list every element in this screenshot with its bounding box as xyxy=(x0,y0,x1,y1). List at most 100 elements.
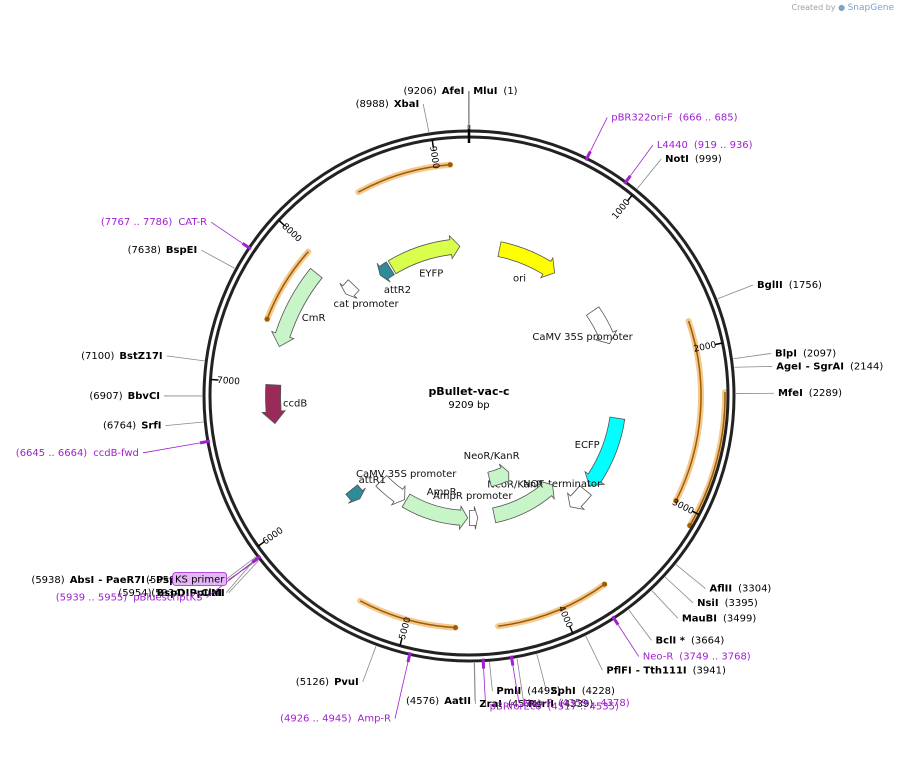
primer-leader-line xyxy=(589,117,608,152)
site-position: (3499) xyxy=(723,613,756,624)
restriction-site-label[interactable]: BlpI(2097) xyxy=(775,348,836,359)
primer-label[interactable]: (6645 .. 6664)ccdB-fwd xyxy=(16,448,139,459)
feature-arrow[interactable] xyxy=(376,261,395,283)
restriction-site-label[interactable]: PmlI(4492) xyxy=(496,686,560,697)
restriction-site-label[interactable]: PflFI- Tth111I(3941) xyxy=(606,665,726,676)
restriction-site-label[interactable]: (5954)BspDI- ClaI xyxy=(118,588,222,599)
restriction-sites: MluI(1) NotI(999) BglII(1756) BlpI(2097) Age… xyxy=(31,86,883,710)
site-position: (3304) xyxy=(738,584,771,595)
feature-arrow[interactable] xyxy=(468,506,479,530)
feature-arrow[interactable] xyxy=(387,234,461,275)
restriction-site-label[interactable]: (7100)BstZ17I xyxy=(81,351,163,362)
primer-box xyxy=(172,572,228,586)
primer-leader-line xyxy=(228,561,253,581)
primer-mark xyxy=(623,174,632,185)
bp-tick-mark xyxy=(278,219,286,227)
feature-arrow[interactable] xyxy=(584,416,626,486)
site-name: AfeI xyxy=(442,86,465,97)
primer-range: (919 .. 936) xyxy=(694,140,753,151)
primer-leader-line xyxy=(142,442,201,454)
feature-label: cat promoter xyxy=(333,299,399,310)
feature-label: AmpR promoter xyxy=(433,491,513,502)
restriction-site-label[interactable]: (5938)AbsI- PaeR7I - PspXI - XhoI xyxy=(31,575,224,586)
primer-label[interactable]: Neo-F(4359 .. 4378) xyxy=(523,698,630,709)
site-extra: - PaeR7I - PspXI - XhoI xyxy=(98,575,224,586)
feature-arrow[interactable] xyxy=(345,484,366,504)
site-leader-line xyxy=(489,662,493,692)
bp-tick-label: 6000 xyxy=(261,526,286,548)
restriction-site-label[interactable]: MfeI(2289) xyxy=(778,388,842,399)
bp-tick-label: 2000 xyxy=(693,340,718,355)
restriction-site-label[interactable]: AgeI - SgrAI (2144) xyxy=(776,361,883,372)
feature-label: CmR xyxy=(302,313,326,324)
feature-arrow[interactable] xyxy=(566,485,592,511)
site-leader-line xyxy=(225,556,257,581)
site-name: BspDI xyxy=(157,588,190,599)
feature-arrow[interactable] xyxy=(270,267,323,348)
site-name: BclI * xyxy=(656,635,686,646)
bp-tick-label: 1000 xyxy=(611,197,633,221)
site-position: (2144) xyxy=(850,361,883,372)
feature-arrow[interactable] xyxy=(261,384,286,425)
site-position: (3664) xyxy=(691,635,724,646)
site-position: (7638) xyxy=(128,245,161,256)
feature-arrow[interactable] xyxy=(492,480,555,524)
primer-mark xyxy=(611,615,620,626)
feature-label: AmpR xyxy=(427,487,457,498)
site-position: (8988) xyxy=(356,99,389,110)
primer-mark xyxy=(481,658,486,669)
feature-arrow[interactable] xyxy=(401,493,469,531)
site-leader-line xyxy=(166,355,205,362)
feature-arrow[interactable] xyxy=(585,306,618,345)
feature-label: ECFP xyxy=(575,440,600,451)
restriction-site-label[interactable]: (5126)PvuI xyxy=(296,677,359,688)
restriction-site-label[interactable]: BclI * (3664) xyxy=(656,635,725,646)
site-name: AgeI xyxy=(776,361,801,372)
site-leader-line xyxy=(651,590,679,619)
primer-label[interactable]: (4926 .. 4945)Amp-R xyxy=(280,714,391,725)
primer-boxed-label[interactable]: KS primer xyxy=(175,575,225,586)
feature-label: NeoR/KanR xyxy=(464,451,520,462)
site-extra: - SgrAI xyxy=(806,361,844,372)
primer-label[interactable]: (5939 .. 5955)pBluescriptKS xyxy=(56,593,203,604)
orf-arrowhead xyxy=(452,625,458,631)
site-leader-line xyxy=(733,353,772,360)
feature-label: EYFP xyxy=(419,269,443,280)
restriction-site-label[interactable]: NotI(999) xyxy=(665,154,722,165)
restriction-site-label[interactable]: SphI(4228) xyxy=(550,686,615,697)
feature-arrow[interactable] xyxy=(497,241,556,279)
restriction-site-label[interactable]: MauBI(3499) xyxy=(682,613,757,624)
primer-label[interactable]: L4440(919 .. 936) xyxy=(657,140,753,151)
bp-tick-mark xyxy=(399,637,403,646)
restriction-site-label[interactable]: (6907)BbvCI xyxy=(89,391,160,402)
restriction-site-label[interactable]: RsrII(4339) xyxy=(528,699,593,710)
restriction-site-label[interactable]: (9206)AfeI xyxy=(404,86,465,97)
site-name: BspEI xyxy=(166,245,197,256)
feature-arrow[interactable] xyxy=(339,279,360,299)
primer-label[interactable]: pBR322ori-F(666 .. 685) xyxy=(611,112,737,123)
site-leader-line xyxy=(585,635,603,671)
site-position: (999) xyxy=(695,154,722,165)
restriction-site-label[interactable]: (8988) XbaI xyxy=(356,99,420,110)
bp-tick-label: 7000 xyxy=(217,376,241,387)
restriction-site-label[interactable]: NsiI(3395) xyxy=(697,598,758,609)
restriction-site-label[interactable]: (5934)PpuMI xyxy=(151,588,225,599)
restriction-site-label[interactable]: (4576)AatII xyxy=(406,696,471,707)
restriction-site-label[interactable]: (6764)SrfI xyxy=(103,421,161,432)
primer-leader-line xyxy=(483,668,487,707)
primer-label[interactable]: pBRforEco(4517 .. 4535) xyxy=(490,702,619,713)
restriction-site-label[interactable]: MluI(1) xyxy=(473,86,517,97)
site-name: XbaI xyxy=(394,99,419,110)
feature-arrow[interactable] xyxy=(375,475,406,506)
restriction-site-label[interactable]: BglII(1756) xyxy=(757,280,822,291)
feature-arrow[interactable] xyxy=(487,463,510,488)
restriction-site-label[interactable]: (7638) BspEI xyxy=(128,245,198,256)
primer-leader-line xyxy=(630,144,654,177)
orf-arc xyxy=(266,251,309,320)
restriction-site-label[interactable]: AflII(3304) xyxy=(709,584,771,595)
primer-label[interactable]: (7767 .. 7786)CAT-R xyxy=(101,217,207,228)
feature-label: CaMV 35S promoter xyxy=(532,332,633,343)
primer-leader-line xyxy=(394,661,409,719)
primer-label[interactable]: Neo-R(3749 .. 3768) xyxy=(643,652,751,663)
restriction-site-label[interactable]: ZraI(4574) xyxy=(479,699,541,710)
